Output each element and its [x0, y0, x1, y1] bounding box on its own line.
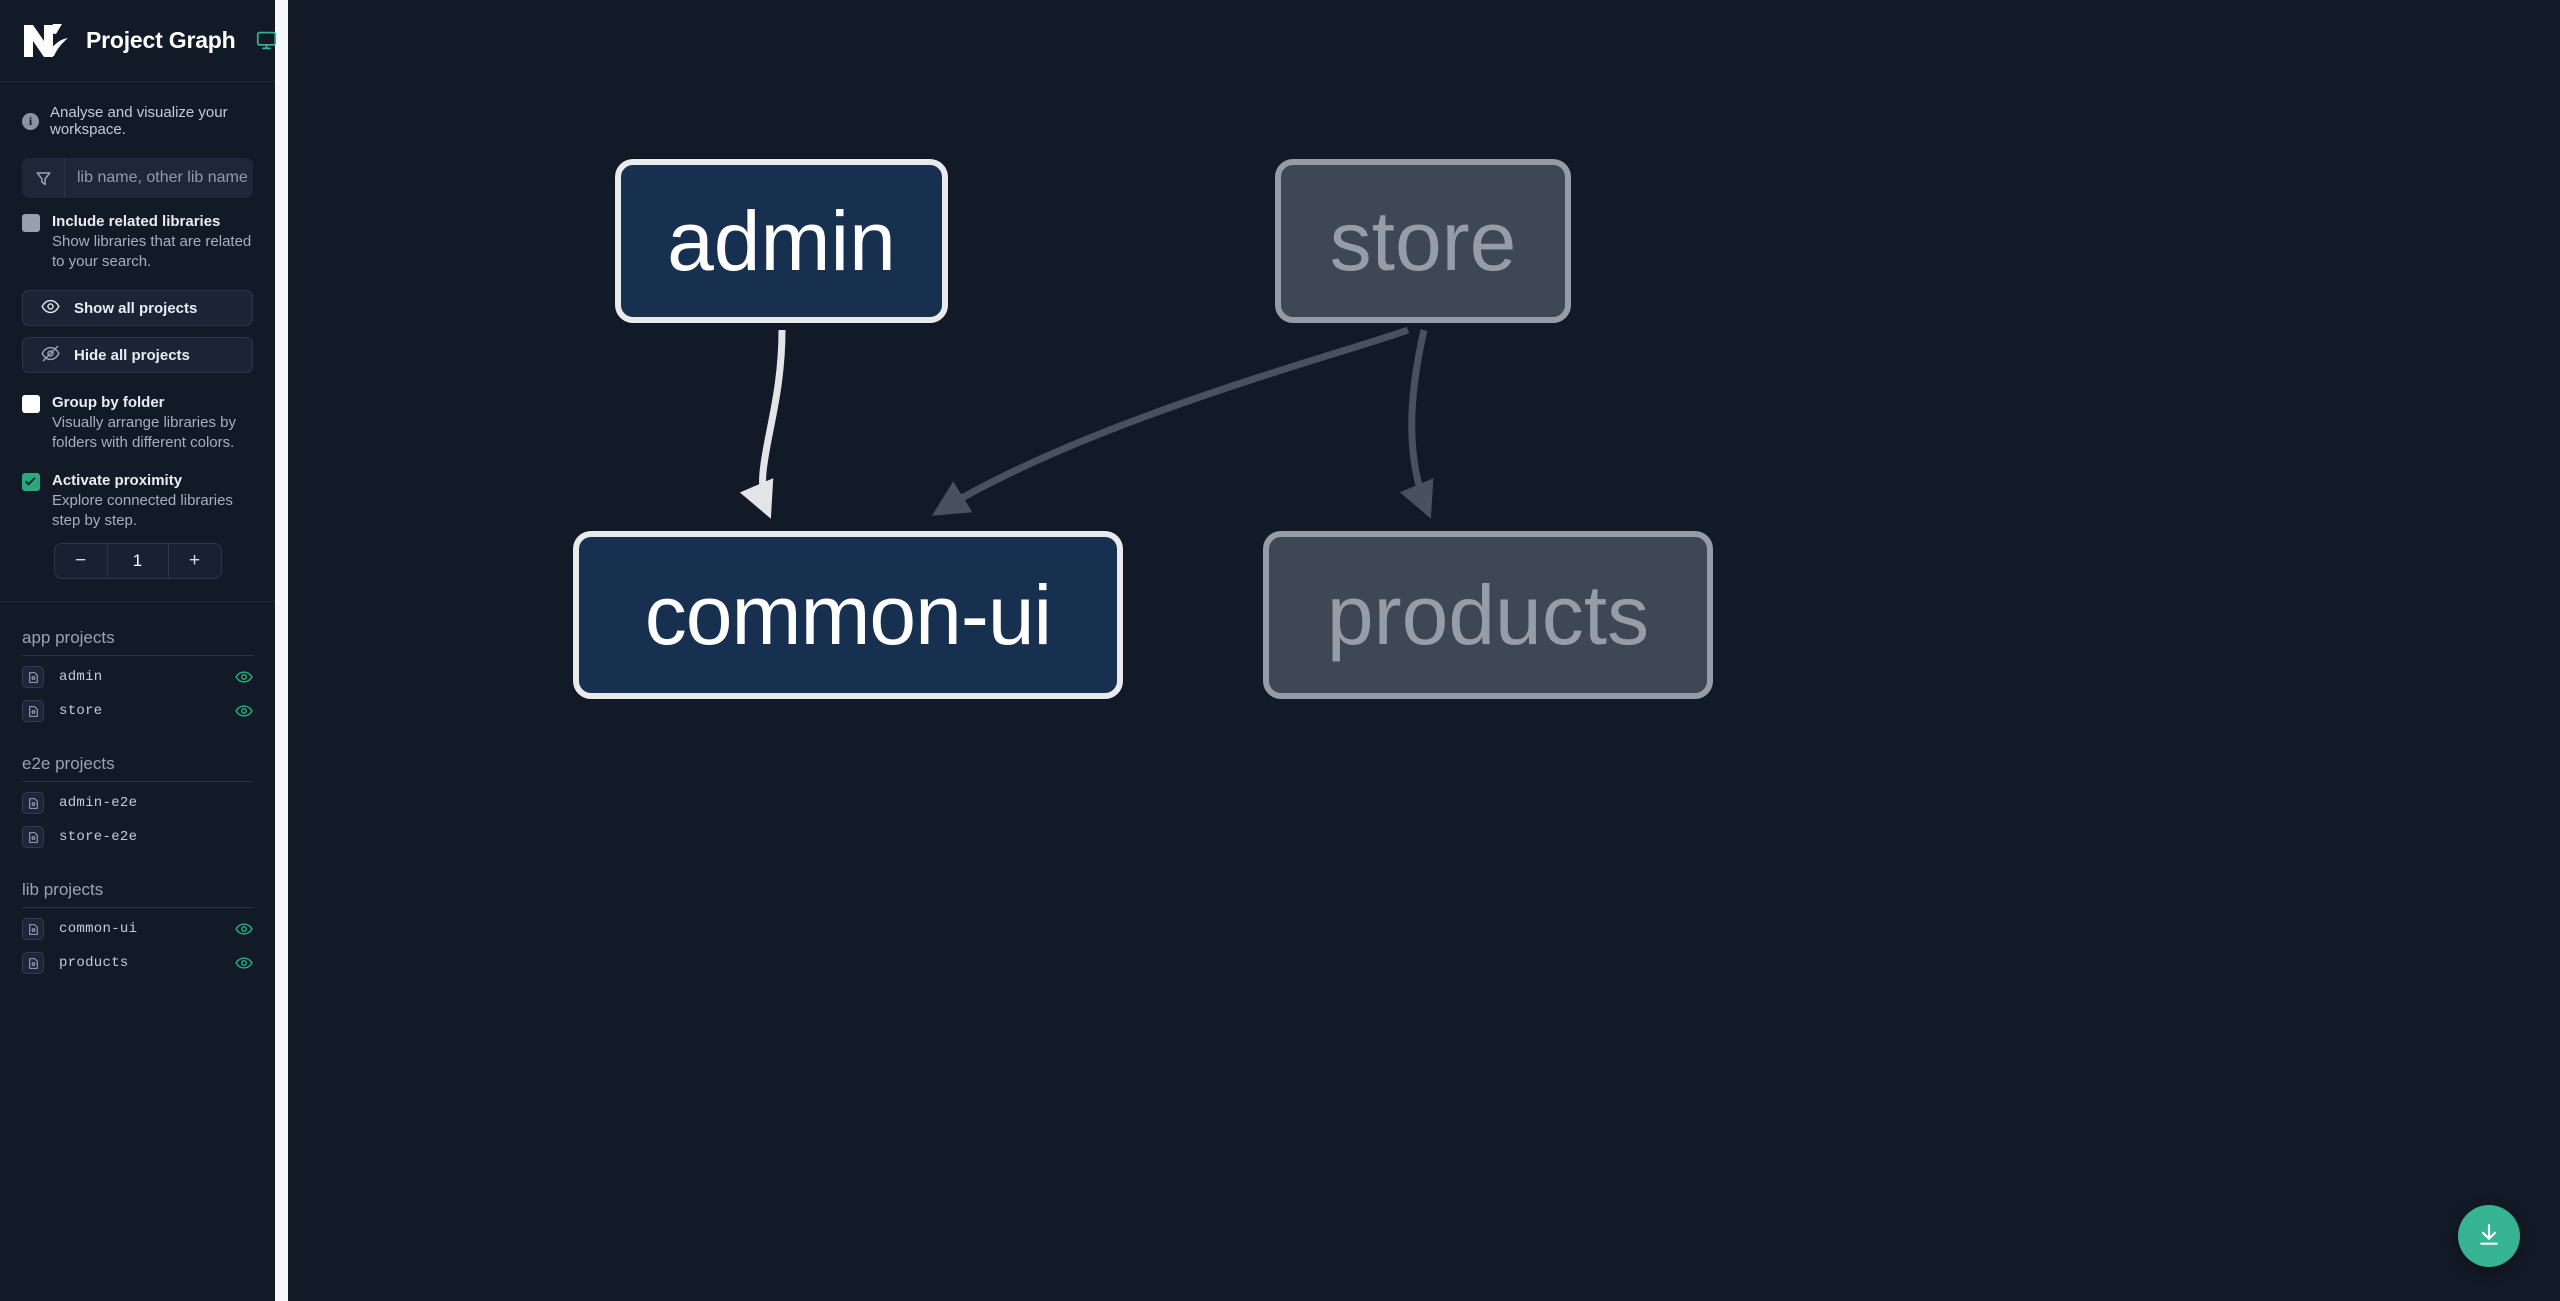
proximity-value: 1	[132, 551, 143, 570]
proximity-increment-button[interactable]: +	[167, 544, 221, 578]
monitor-icon[interactable]	[256, 30, 277, 51]
project-name: products	[59, 955, 129, 971]
graph-edges	[739, 326, 1434, 519]
edge-store-to-products	[1399, 329, 1434, 519]
project-group-e2e: e2e projects admin-e2e store-e2e	[0, 754, 275, 854]
project-name: store-e2e	[59, 829, 138, 845]
option-description: Show libraries that are related to your …	[52, 233, 252, 270]
search-input[interactable]	[65, 158, 253, 198]
tagline: i Analyse and visualize your workspace.	[0, 82, 275, 158]
project-row-products[interactable]: products	[22, 946, 253, 980]
sidebar-header: Project Graph	[0, 0, 277, 82]
sidebar-divider-line	[0, 601, 275, 602]
nx-logo-icon	[22, 19, 72, 63]
eye-icon	[41, 297, 60, 320]
show-all-projects-label: Show all projects	[74, 299, 198, 317]
project-row-common-ui[interactable]: common-ui	[22, 912, 253, 946]
project-name: admin	[59, 669, 103, 685]
show-all-projects-button[interactable]: Show all projects	[22, 290, 253, 326]
project-icon	[22, 666, 44, 688]
hide-all-projects-label: Hide all projects	[74, 346, 190, 364]
project-group-app: app projects admin	[0, 628, 275, 728]
project-name: store	[59, 703, 103, 719]
option-label: Group by folder	[52, 394, 165, 411]
option-include-related-libraries[interactable]: Include related libraries Show libraries…	[22, 212, 253, 272]
group-by-folder-checkbox[interactable]	[22, 395, 40, 413]
graph-node-admin[interactable]: admin	[615, 159, 948, 323]
graph-canvas[interactable]: admin store common-ui products	[288, 0, 2560, 1301]
project-name: admin-e2e	[59, 795, 138, 811]
option-description: Visually arrange libraries by folders wi…	[52, 414, 236, 451]
eye-off-icon	[41, 344, 60, 367]
edge-store-to-common-ui	[931, 326, 1410, 516]
download-graph-button[interactable]	[2458, 1205, 2520, 1267]
project-icon	[22, 918, 44, 940]
page-title: Project Graph	[86, 27, 236, 53]
graph-node-label: common-ui	[644, 568, 1052, 662]
project-row-admin-e2e[interactable]: admin-e2e	[22, 786, 253, 820]
sidebar: Project Graph i Analyse and visualize yo…	[0, 0, 277, 1301]
project-row-store-e2e[interactable]: store-e2e	[22, 820, 253, 854]
project-group-lib: lib projects common-ui	[0, 880, 275, 980]
option-activate-proximity[interactable]: Activate proximity Explore connected lib…	[22, 471, 253, 531]
sidebar-resize-handle[interactable]	[275, 0, 288, 1301]
eye-icon[interactable]	[235, 668, 253, 686]
option-label: Activate proximity	[52, 472, 183, 489]
checkmark-icon	[24, 474, 36, 486]
project-row-admin[interactable]: admin	[22, 660, 253, 694]
info-icon: i	[22, 112, 39, 130]
eye-icon[interactable]	[235, 954, 253, 972]
project-group-title: e2e projects	[22, 754, 253, 782]
option-group-by-folder[interactable]: Group by folder Visually arrange librari…	[22, 393, 253, 453]
activate-proximity-checkbox[interactable]	[22, 473, 40, 491]
filter-funnel-icon	[22, 158, 65, 198]
project-icon	[22, 952, 44, 974]
download-icon	[2476, 1222, 2502, 1251]
hide-all-projects-button[interactable]: Hide all projects	[22, 337, 253, 373]
proximity-stepper: − 1 +	[22, 543, 253, 579]
edge-admin-to-common-ui	[739, 329, 786, 519]
project-name: common-ui	[59, 921, 138, 937]
proximity-decrement-button[interactable]: −	[55, 544, 108, 578]
tagline-text: Analyse and visualize your workspace.	[50, 104, 228, 138]
graph-node-store[interactable]: store	[1275, 159, 1571, 323]
project-icon	[22, 700, 44, 722]
include-related-libraries-checkbox[interactable]	[22, 214, 40, 232]
search-row	[22, 158, 253, 198]
project-icon	[22, 792, 44, 814]
graph-node-products[interactable]: products	[1263, 531, 1713, 699]
option-label: Include related libraries	[52, 213, 221, 230]
graph-node-common-ui[interactable]: common-ui	[573, 531, 1123, 699]
graph-node-label: products	[1326, 568, 1650, 662]
filter-section: Include related libraries Show libraries…	[0, 158, 275, 601]
eye-icon[interactable]	[235, 920, 253, 938]
eye-icon[interactable]	[235, 702, 253, 720]
project-group-title: app projects	[22, 628, 253, 656]
option-description: Explore connected libraries step by step…	[52, 492, 233, 529]
project-icon	[22, 826, 44, 848]
project-row-store[interactable]: store	[22, 694, 253, 728]
graph-node-label: store	[1329, 194, 1517, 288]
project-group-title: lib projects	[22, 880, 253, 908]
graph-node-label: admin	[667, 194, 896, 288]
